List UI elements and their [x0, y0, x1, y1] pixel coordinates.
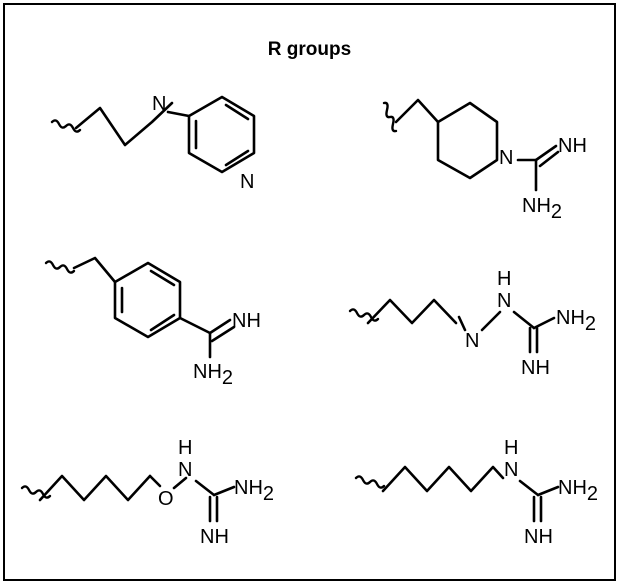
hydrazone-h-label: H	[497, 268, 511, 290]
nh2-base: NH	[522, 195, 551, 217]
amine-nh2-label: NH2	[234, 477, 274, 505]
nh2-base: NH	[234, 477, 263, 499]
attachment-wavy-bond	[348, 308, 380, 322]
methylene-bonds	[394, 98, 440, 124]
butyl-chain	[381, 465, 505, 493]
guanidine-to-nh2	[212, 485, 236, 497]
r-group-pyridylaminoethyl: N N	[50, 93, 256, 193]
o-n-bond	[172, 476, 188, 490]
guanidine-to-nh2	[536, 485, 560, 497]
benzene-ring	[113, 261, 182, 339]
c-o-bond	[148, 474, 162, 488]
imine-nh-label: NH	[524, 526, 553, 548]
attachment-wavy-bond	[382, 101, 398, 133]
nh-to-guanidine	[194, 479, 216, 497]
nh2-subscript: 2	[585, 313, 596, 335]
n-n-bond	[480, 310, 502, 332]
nh2-subscript: 2	[222, 367, 233, 389]
attachment-wavy-bond	[44, 260, 76, 274]
oxygen-label: O	[158, 488, 174, 510]
imine-nh-label: NH	[521, 357, 550, 379]
amidine-double-bond	[534, 144, 560, 168]
guanidine-double-bond	[208, 495, 219, 523]
oxy-h-label: H	[178, 437, 192, 459]
guanidine-to-nh2	[532, 316, 556, 330]
piperidine-ring	[436, 101, 499, 180]
r-group-hydrazone-guanidine: N H N NH2 NH	[348, 268, 596, 379]
ring-bond-n	[166, 110, 191, 118]
piperidine-n-label: N	[499, 147, 513, 169]
ring-to-amidine	[178, 316, 212, 335]
methylene-bonds	[72, 256, 117, 284]
amine-nh2-label: NH2	[522, 195, 562, 223]
chain-bonds	[74, 101, 174, 147]
pyridine-n-label: N	[240, 171, 254, 193]
imine-nh-label: NH	[232, 310, 261, 332]
pyridine-double-bonds	[194, 103, 250, 167]
attachment-wavy-bond	[354, 475, 386, 489]
nh2-subscript: 2	[263, 483, 274, 505]
imine-nh-label: NH	[558, 135, 587, 157]
r-group-butyl-guanidine: H N NH2 NH	[354, 437, 598, 548]
butyl-nh-n-label: N	[504, 459, 518, 481]
amine-nh2-label: NH2	[556, 307, 596, 335]
imine-nh-label: NH	[200, 526, 229, 548]
propyl-chain	[366, 298, 458, 325]
nh2-subscript: 2	[587, 483, 598, 505]
amine-n-label: N	[152, 93, 166, 115]
nh2-base: NH	[193, 361, 222, 383]
butyl-h-label: H	[504, 437, 518, 459]
r-group-piperidinyl-guanidine: N NH NH2	[382, 98, 587, 223]
r-groups-panel: R groups	[3, 3, 616, 581]
guanidine-double-bond	[528, 326, 539, 354]
hydrazone-nh-n-label: N	[497, 290, 511, 312]
propyl-chain	[38, 474, 152, 502]
attachment-wavy-bond	[50, 119, 82, 133]
nh-to-guanidine	[518, 479, 540, 497]
amine-nh2-label: NH2	[558, 477, 598, 505]
nh2-subscript: 2	[551, 201, 562, 223]
oxy-nh-n-label: N	[178, 459, 192, 481]
hydrazone-n-label: N	[465, 330, 479, 352]
benzene-double-bonds	[120, 269, 176, 332]
amine-nh2-label: NH2	[193, 361, 233, 389]
amidine-double-bond	[208, 318, 236, 343]
r-group-oxy-guanidine: O H N NH2 NH	[20, 437, 274, 548]
panel-title: R groups	[267, 39, 352, 60]
nh2-base: NH	[556, 307, 585, 329]
pyridine-ring	[187, 95, 256, 174]
r-group-benzamidine: NH NH2	[44, 256, 261, 389]
guanidine-double-bond	[532, 495, 543, 523]
nh-to-guanidine	[512, 310, 536, 330]
imine-double-bond	[457, 315, 467, 332]
nh2-base: NH	[558, 477, 587, 499]
